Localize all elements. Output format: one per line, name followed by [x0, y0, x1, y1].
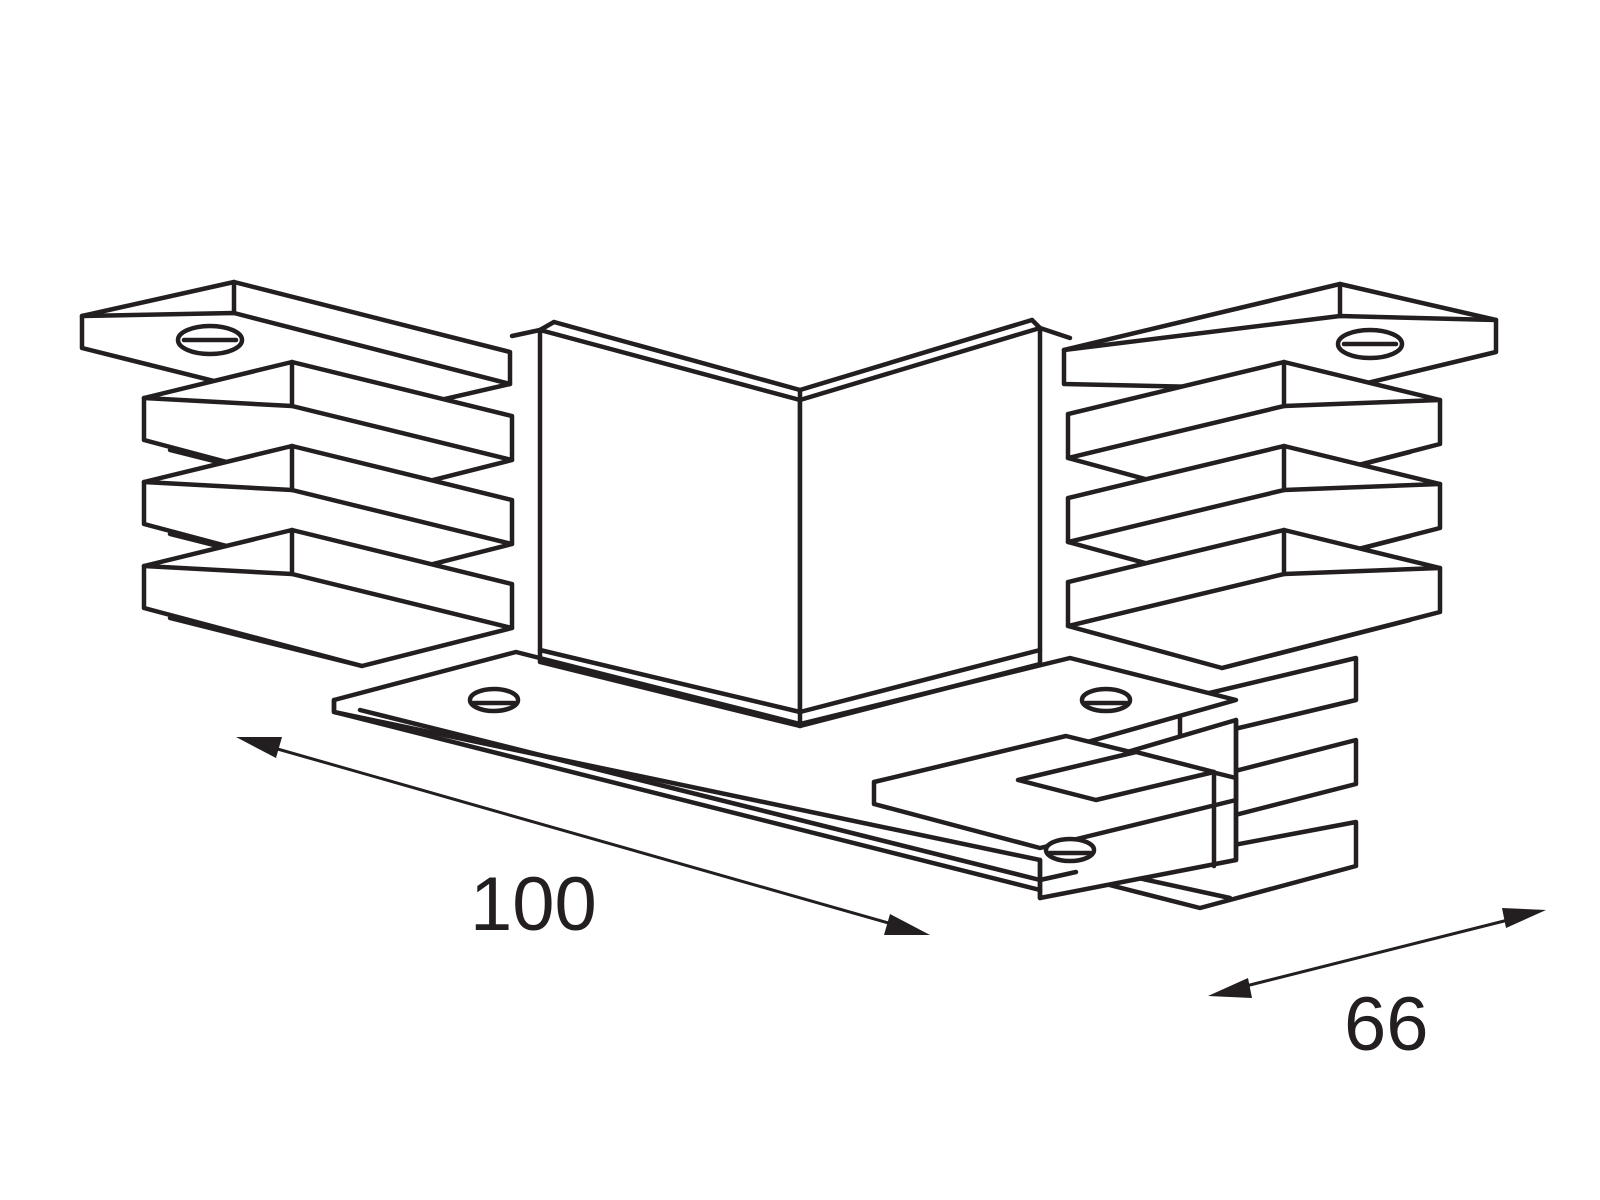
dimension-depth-line — [1229, 914, 1525, 992]
dimension-length-arrow-start — [236, 737, 282, 758]
left-plate-screw-slot — [175, 323, 245, 357]
left-fin-3 — [141, 527, 515, 669]
left-wing — [79, 279, 515, 669]
base-screw-hole-front — [1043, 836, 1097, 864]
corner-block — [509, 317, 1073, 729]
dimension-length-label: 100 — [470, 862, 597, 947]
dimension-length-arrow-end — [884, 914, 930, 935]
dimension-length-line — [259, 742, 907, 930]
base-plate — [331, 649, 1239, 901]
corner-block-left-face — [537, 327, 803, 715]
right-wing — [1061, 281, 1499, 671]
base-screw-hole-left — [467, 686, 521, 714]
dimension-depth-label: 66 — [1344, 982, 1429, 1067]
base-screw-hole-right — [1079, 686, 1133, 714]
right-fin-3 — [1065, 527, 1443, 671]
front-fin-1 — [1177, 655, 1359, 745]
dimension-depth-arrow-start — [1208, 978, 1252, 998]
corner-block-right-face — [797, 325, 1043, 715]
dimension-length: 100 — [236, 737, 930, 947]
dimension-depth-arrow-end — [1502, 908, 1546, 928]
front-branch-fins — [1087, 655, 1359, 911]
dimension-depth: 66 — [1208, 908, 1546, 1067]
right-plate-screw-slot — [1335, 327, 1405, 361]
